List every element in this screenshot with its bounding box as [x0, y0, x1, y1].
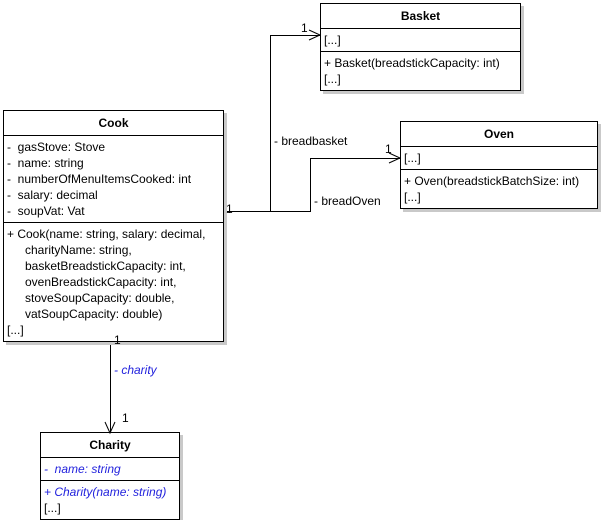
connector-charity-vertical	[110, 331, 111, 432]
class-more-line: [...]	[44, 501, 61, 515]
multiplicity-charity-source: 1	[114, 333, 121, 347]
class-operations-basket: + Basket(breadstickCapacity: int) [...]	[321, 51, 520, 90]
class-operations-oven: + Oven(breadstickBatchSize: int) [...]	[401, 169, 597, 208]
association-label-breadbasket: - breadbasket	[274, 134, 348, 148]
class-attributes-oven: [...]	[401, 146, 597, 169]
association-label-charity: - charity	[114, 363, 157, 377]
class-attribute-line: - soupVat: Vat	[7, 204, 85, 218]
class-attribute-line: [...]	[324, 33, 341, 47]
class-operation-line: + Basket(breadstickCapacity: int)	[324, 56, 500, 70]
class-attributes-charity: - name: string	[41, 457, 179, 480]
multiplicity-charity-target: 1	[122, 411, 129, 425]
association-label-breadoven: - breadOven	[314, 194, 381, 208]
connector-breadoven-horizontal	[310, 158, 400, 159]
multiplicity-basket-end: 1	[301, 21, 308, 35]
class-attribute-line: - gasStove: Stove	[7, 140, 106, 154]
class-name-basket: Basket	[400, 9, 441, 23]
class-name-cook: Cook	[98, 116, 129, 130]
class-operation-line: basketBreadstickCapacity: int,	[25, 259, 186, 273]
class-more-line: [...]	[404, 190, 421, 204]
class-operations-charity: + Charity(name: string) [...]	[41, 480, 179, 519]
arrowhead-charity-icon	[104, 421, 116, 435]
class-attribute-line: - numberOfMenuItemsCooked: int	[7, 172, 192, 186]
connector-breadoven-vertical	[310, 158, 311, 212]
class-attributes-cook: - gasStove: Stove - name: string - numbe…	[4, 135, 223, 222]
class-attributes-basket: [...]	[321, 28, 520, 51]
class-attribute-line: [...]	[404, 151, 421, 165]
connector-breadbasket-horizontal	[270, 35, 320, 36]
class-operations-cook: + Cook(name: string, salary: decimal, ch…	[4, 222, 223, 341]
class-operation-line: vatSoupCapacity: double)	[25, 307, 163, 321]
arrowhead-basket-icon	[308, 29, 322, 41]
class-more-line: [...]	[7, 323, 24, 337]
class-box-cook[interactable]: Cook - gasStove: Stove - name: string - …	[3, 110, 224, 342]
connector-breadoven-lower-horizontal	[270, 211, 311, 212]
arrowhead-oven-icon	[388, 152, 402, 164]
class-operation-line: stoveSoupCapacity: double,	[25, 291, 175, 305]
connector-cook-right-stub	[223, 211, 271, 212]
class-operation-line: ovenBreadstickCapacity: int,	[25, 275, 177, 289]
multiplicity-cook-end: 1	[226, 202, 233, 216]
class-more-line: [...]	[324, 72, 341, 86]
class-operation-line: + Charity(name: string)	[44, 485, 167, 499]
class-attribute-line: - name: string	[7, 156, 84, 170]
class-name-charity: Charity	[89, 438, 131, 452]
multiplicity-oven-end: 1	[385, 142, 392, 156]
class-operation-line: + Cook(name: string, salary: decimal,	[7, 227, 206, 241]
class-operation-line: + Oven(breadstickBatchSize: int)	[404, 174, 580, 188]
class-attribute-line: - salary: decimal	[7, 188, 98, 202]
class-box-oven[interactable]: Oven [...] + Oven(breadstickBatchSize: i…	[400, 121, 598, 209]
class-box-basket[interactable]: Basket [...] + Basket(breadstickCapacity…	[320, 3, 521, 91]
class-name-oven: Oven	[483, 127, 514, 141]
class-attribute-line: - name: string	[44, 462, 121, 476]
class-box-charity[interactable]: Charity - name: string + Charity(name: s…	[40, 432, 180, 520]
class-operation-line: charityName: string,	[25, 243, 132, 257]
connector-breadbasket-vertical	[270, 35, 271, 212]
